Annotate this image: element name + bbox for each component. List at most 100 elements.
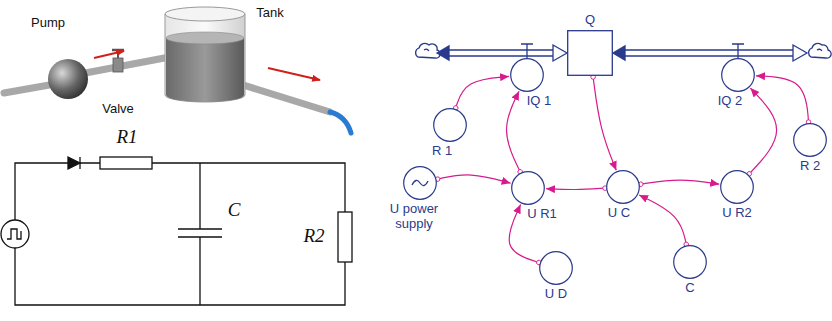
cloud-sink — [809, 43, 832, 58]
converter-circle: C — [673, 245, 707, 279]
connector-arrow — [641, 180, 719, 184]
square-wave-source — [1, 220, 29, 248]
converter-circle: U power supply — [403, 166, 437, 200]
converter-circle: U D — [539, 251, 573, 285]
connector-arrow — [749, 88, 776, 174]
flow-pipe — [449, 55, 554, 56]
component-label: R2 — [303, 225, 324, 247]
node-label: R 2 — [800, 159, 820, 174]
node-label: IQ 2 — [718, 94, 743, 109]
circle-shape — [540, 252, 573, 285]
node-label: U D — [545, 287, 567, 302]
flow-pipe — [625, 55, 794, 56]
wire — [15, 163, 345, 305]
circle-outline — [403, 166, 437, 200]
component-label: C — [228, 199, 241, 221]
circle-outline — [720, 170, 754, 204]
node-label: Q — [585, 13, 595, 28]
connector-arrow — [507, 91, 521, 172]
valve-symbol — [521, 44, 533, 58]
drawing-part — [166, 32, 244, 44]
circle-outline — [539, 251, 573, 285]
valve-symbol — [732, 44, 744, 58]
drawing-part — [165, 7, 245, 21]
node-label: IQ 1 — [527, 94, 552, 109]
wire — [199, 163, 200, 305]
stock-outline — [567, 30, 613, 76]
pump — [48, 59, 88, 99]
capacitor-symbol — [178, 229, 222, 237]
circle-outline — [673, 245, 707, 279]
flow-head — [613, 46, 625, 60]
tank — [165, 7, 245, 102]
flow-pipes — [416, 43, 832, 61]
circle-shape — [794, 124, 827, 157]
circle-shape — [674, 246, 707, 279]
resistor-symbol — [100, 157, 152, 169]
node-label: U R1 — [527, 207, 557, 222]
square-wave-symbol — [7, 229, 21, 239]
connector-arrow — [546, 188, 605, 189]
connector-arrow — [593, 77, 616, 170]
circle-shape — [434, 109, 467, 142]
circle-shape — [404, 167, 437, 200]
circle-shape — [721, 171, 754, 204]
flow-pipe — [449, 49, 554, 50]
converter-circle: IQ 2 — [721, 58, 755, 92]
flow-pipe — [625, 49, 794, 50]
drawing-part — [165, 14, 245, 102]
flow-arrow — [94, 51, 124, 58]
node-label: R 1 — [432, 144, 452, 159]
circle-shape — [511, 59, 544, 92]
stock-box: Q — [567, 30, 613, 76]
stock-rect — [568, 31, 613, 76]
converter-circle: R 2 — [793, 123, 827, 157]
inlet-pipe — [4, 84, 55, 93]
connector-arrow — [756, 76, 809, 122]
circle-shape — [722, 59, 755, 92]
hose — [330, 112, 351, 133]
pump-tank-illustration — [4, 7, 351, 133]
drawing-part — [166, 38, 244, 102]
node-label: U C — [608, 206, 630, 221]
component-label: R1 — [116, 126, 137, 148]
diode-symbol — [68, 157, 80, 169]
flow-head — [553, 45, 567, 61]
circle-outline — [433, 108, 467, 142]
circle-shape — [607, 171, 640, 204]
connector-arrow — [456, 76, 509, 107]
flow-head — [793, 45, 807, 61]
node-label: C — [685, 281, 694, 296]
circle-outline — [510, 58, 544, 92]
node-label: U R2 — [722, 206, 752, 221]
converter-circle: U R2 — [720, 170, 754, 204]
converter-circle: U C — [606, 170, 640, 204]
circle-outline — [606, 170, 640, 204]
circle-outline — [511, 171, 545, 205]
resistor-symbol — [338, 212, 352, 262]
drawing-part — [178, 228, 222, 230]
part-label: Tank — [256, 5, 283, 20]
part-label: Valve — [102, 101, 134, 116]
converter-circle: U R1 — [511, 171, 545, 205]
flow-head — [437, 46, 449, 60]
cloud-source — [416, 43, 441, 58]
circle-outline — [793, 123, 827, 157]
converter-circle: R 1 — [433, 108, 467, 142]
outlet-pipe — [240, 84, 330, 112]
connector-arrow — [639, 195, 686, 244]
drawing-part — [178, 236, 222, 238]
part-label: Pump — [31, 15, 65, 30]
drawing-part — [79, 157, 80, 169]
drawing-part — [113, 58, 123, 72]
circle-outline — [721, 58, 755, 92]
node-label: U power supply — [383, 202, 445, 232]
converter-circle: IQ 1 — [510, 58, 544, 92]
tilde-symbol — [412, 180, 428, 185]
flow-arrow — [268, 68, 320, 80]
drawing-part — [68, 157, 80, 169]
connector-arrow — [438, 175, 511, 183]
